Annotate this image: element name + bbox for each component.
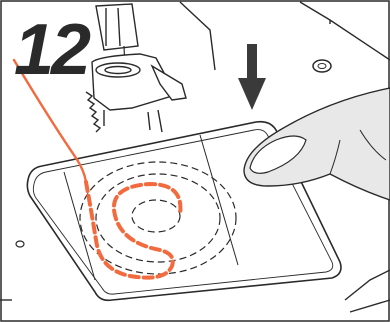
step-number: 12 (14, 14, 88, 86)
down-arrow-icon (238, 44, 266, 110)
screw-hole-left (16, 241, 24, 247)
screw-hole-right (313, 60, 331, 72)
presser-foot-icon (86, 4, 186, 132)
finger-icon (244, 88, 390, 200)
